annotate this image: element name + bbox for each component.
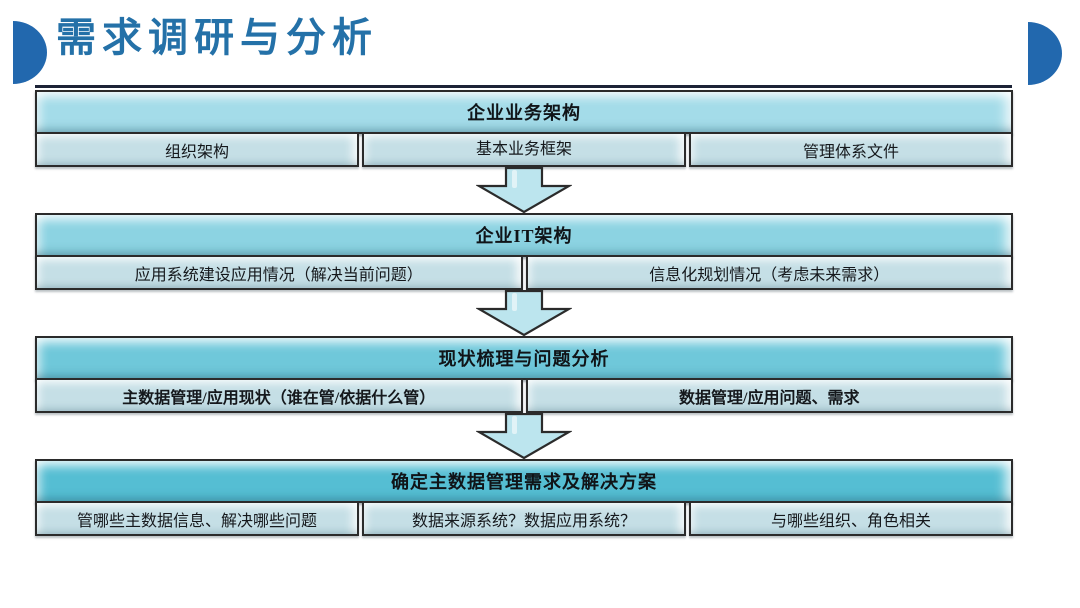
block-header: 企业业务架构 — [35, 90, 1013, 134]
cell-label: 组织架构 — [164, 143, 229, 161]
left-accent-half-circle-icon — [13, 21, 47, 84]
cell-application-system-status: 应用系统建设应用情况（解决当前问题） — [35, 255, 523, 290]
flow-block-requirements-and-solution: 确定主数据管理需求及解决方案 管哪些主数据信息、解决哪些问题 数据来源系统？数据… — [35, 459, 1013, 536]
cell-management-system-documents: 管理体系文件 — [689, 132, 1013, 167]
right-accent-half-circle-icon — [1028, 22, 1062, 85]
block-header: 企业IT架构 — [35, 213, 1013, 257]
down-arrow-icon — [476, 290, 572, 336]
cell-label: 基本业务框架 — [475, 141, 572, 158]
cell-basic-business-framework: 基本业务框架 — [362, 132, 686, 167]
cell-label: 数据管理/应用问题、需求 — [679, 389, 860, 407]
cell-label: 信息化规划情况（考虑未来需求） — [649, 266, 890, 284]
cell-related-organizations-roles: 与哪些组织、角色相关 — [689, 501, 1013, 536]
title-band: 需求调研与分析 — [0, 0, 1080, 88]
block-header-label: 确定主数据管理需求及解决方案 — [391, 472, 657, 492]
block-header-label: 现状梳理与问题分析 — [438, 349, 610, 369]
block-cells: 组织架构 基本业务框架 管理体系文件 — [35, 132, 1013, 167]
cell-organization-structure: 组织架构 — [35, 132, 359, 167]
block-cells: 管哪些主数据信息、解决哪些问题 数据来源系统？数据应用系统？ 与哪些组织、角色相… — [35, 501, 1013, 536]
down-arrow-icon — [476, 167, 572, 213]
cell-informatization-planning: 信息化规划情况（考虑未来需求） — [525, 255, 1013, 290]
block-header-label: 企业IT架构 — [475, 226, 573, 246]
flow-block-it-architecture: 企业IT架构 应用系统建设应用情况（解决当前问题） 信息化规划情况（考虑未来需求… — [35, 213, 1013, 290]
flow-diagram: 企业业务架构 组织架构 基本业务框架 管理体系文件 — [35, 90, 1013, 536]
cell-label: 应用系统建设应用情况（解决当前问题） — [134, 266, 423, 284]
cell-label: 管理体系文件 — [802, 143, 899, 161]
flow-block-business-architecture: 企业业务架构 组织架构 基本业务框架 管理体系文件 — [35, 90, 1013, 167]
block-header: 现状梳理与问题分析 — [35, 336, 1013, 380]
flow-block-current-state-analysis: 现状梳理与问题分析 主数据管理/应用现状（谁在管/依据什么管） 数据管理/应用问… — [35, 336, 1013, 413]
cell-label: 主数据管理/应用现状（谁在管/依据什么管） — [122, 389, 436, 407]
block-cells: 主数据管理/应用现状（谁在管/依据什么管） 数据管理/应用问题、需求 — [35, 378, 1013, 413]
cell-data-management-problems: 数据管理/应用问题、需求 — [525, 378, 1013, 413]
title-underline — [35, 85, 1012, 88]
block-header: 确定主数据管理需求及解决方案 — [35, 459, 1013, 503]
block-header-label: 企业业务架构 — [467, 103, 581, 123]
cell-label: 数据来源系统？数据应用系统？ — [411, 512, 636, 530]
page-title: 需求调研与分析 — [56, 15, 378, 60]
cell-source-and-application-systems: 数据来源系统？数据应用系统？ — [362, 501, 686, 536]
down-arrow-icon — [476, 413, 572, 459]
cell-label: 管哪些主数据信息、解决哪些问题 — [76, 512, 317, 530]
cell-master-data-management-status: 主数据管理/应用现状（谁在管/依据什么管） — [35, 378, 523, 413]
block-cells: 应用系统建设应用情况（解决当前问题） 信息化规划情况（考虑未来需求） — [35, 255, 1013, 290]
cell-which-master-data: 管哪些主数据信息、解决哪些问题 — [35, 501, 359, 536]
cell-label: 与哪些组织、角色相关 — [770, 512, 931, 530]
